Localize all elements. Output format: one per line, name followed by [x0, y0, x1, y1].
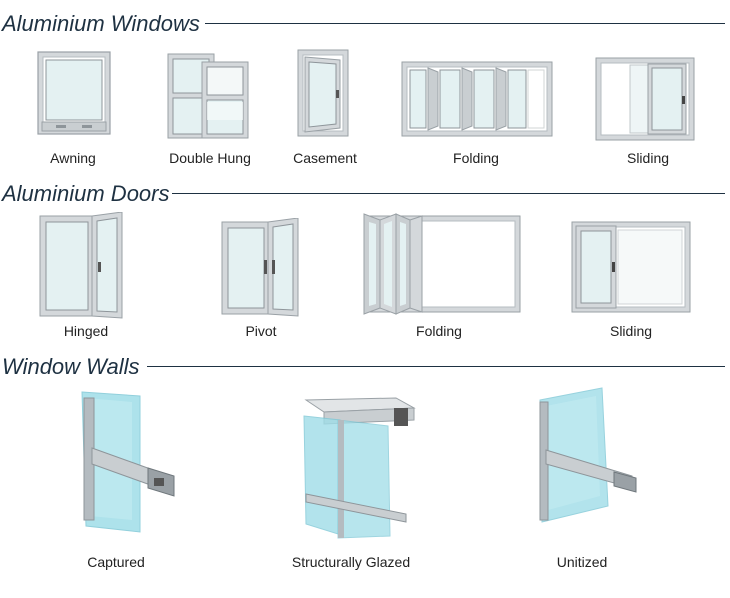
sliding-window-label: Sliding	[626, 150, 670, 166]
pivot-door-icon	[220, 218, 302, 318]
section-divider-doors	[172, 193, 725, 194]
folding-window-label: Folding	[453, 150, 499, 166]
section-title-doors: Aluminium Doors	[2, 181, 170, 206]
folding-door-icon	[360, 212, 524, 316]
section-divider-windows	[205, 23, 725, 24]
pivot-label: Pivot	[245, 323, 277, 339]
structurally-glazed-window-wall-icon	[298, 396, 418, 542]
captured-window-wall-icon	[72, 388, 182, 536]
double-hung-label: Double Hung	[169, 150, 251, 166]
section-title-window-walls: Window Walls	[2, 354, 140, 379]
awning-window-icon	[36, 50, 112, 138]
sliding-door-icon	[570, 220, 694, 316]
hinged-label: Hinged	[63, 323, 109, 339]
unitized-window-wall-icon	[530, 386, 642, 532]
casement-window-icon	[296, 48, 356, 140]
awning-label: Awning	[50, 150, 96, 166]
folding-window-icon	[400, 60, 556, 140]
hinged-door-icon	[38, 212, 128, 320]
sliding-door-label: Sliding	[609, 323, 653, 339]
section-title-windows: Aluminium Windows	[2, 11, 200, 36]
folding-door-label: Folding	[416, 323, 462, 339]
structurally-glazed-label: Structurally Glazed	[291, 554, 411, 570]
sliding-window-icon	[594, 56, 698, 144]
casement-label: Casement	[293, 150, 357, 166]
double-hung-window-icon	[166, 52, 252, 142]
captured-label: Captured	[87, 554, 145, 570]
unitized-label: Unitized	[556, 554, 608, 570]
section-divider-window-walls	[147, 366, 725, 367]
